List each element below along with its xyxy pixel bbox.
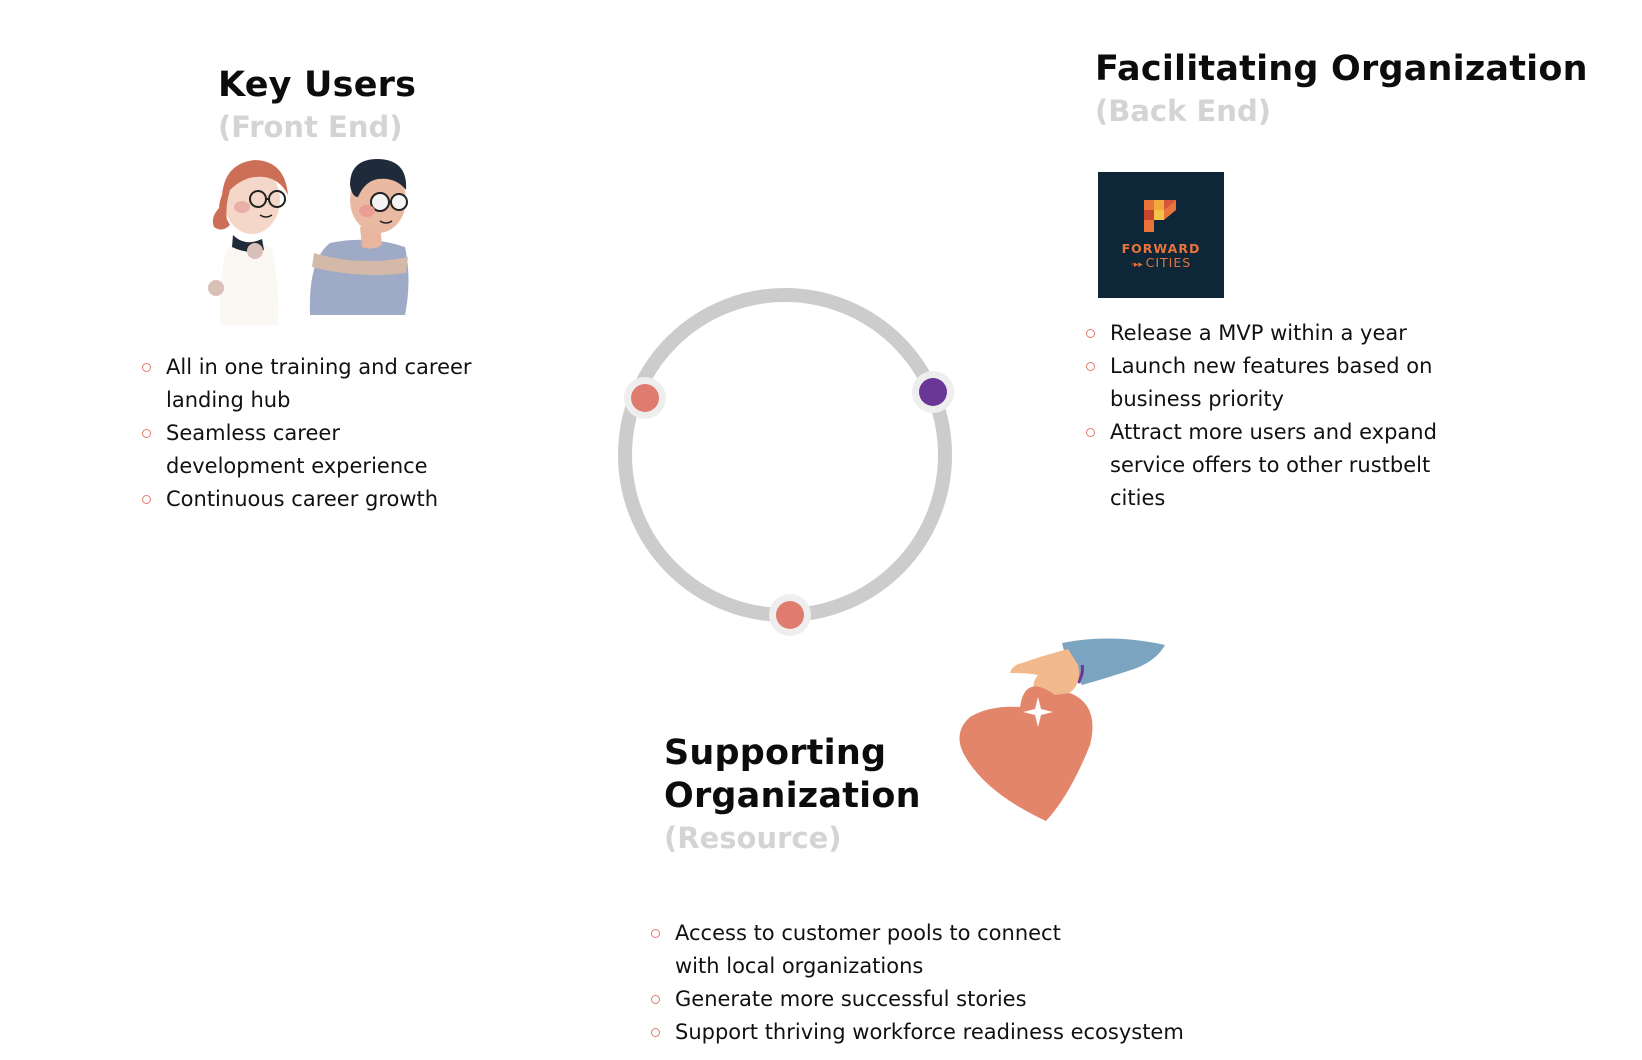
key-users-header: Key Users (Front End) — [218, 64, 548, 145]
list-item: Seamless career development experience — [142, 417, 472, 483]
facilitating-list: Release a MVP within a year Launch new f… — [1086, 317, 1466, 515]
circle-bullet-icon — [651, 1028, 660, 1037]
cycle-diagram — [618, 288, 954, 636]
man-figure-icon — [309, 159, 409, 315]
sleeve-icon — [1062, 638, 1165, 685]
circle-bullet-icon — [651, 929, 660, 938]
supporting-bullets: Access to customer pools to connect with… — [651, 917, 1211, 1049]
circle-bullet-icon — [142, 429, 151, 438]
key-users-list: All in one training and career landing h… — [142, 351, 472, 516]
facilitating-subtitle: (Back End) — [1095, 94, 1271, 128]
facilitating-node — [912, 371, 954, 413]
circle-bullet-icon — [142, 363, 151, 372]
two-people-illustration — [208, 159, 409, 325]
list-item: Release a MVP within a year — [1086, 317, 1466, 350]
circle-bullet-icon — [1086, 362, 1095, 371]
list-item: Support thriving workforce readiness eco… — [651, 1016, 1211, 1049]
forward-cities-mark-icon — [1144, 200, 1176, 232]
key-users-title: Key Users — [218, 65, 417, 105]
facilitating-bullets: Release a MVP within a year Launch new f… — [1086, 317, 1466, 515]
circle-bullet-icon — [1086, 329, 1095, 338]
facilitating-title: Facilitating Organization — [1095, 49, 1588, 89]
supporting-title-line2: Organization — [664, 776, 921, 816]
woman-figure-icon — [208, 160, 288, 325]
list-item: Access to customer pools to connect with… — [651, 917, 1095, 983]
list-item: Attract more users and expand service of… — [1086, 416, 1466, 515]
list-item: All in one training and career landing h… — [142, 351, 472, 417]
circle-bullet-icon — [142, 495, 151, 504]
heart-icon — [959, 686, 1093, 821]
key-users-subtitle: (Front End) — [218, 110, 403, 144]
circle-bullet-icon — [1086, 428, 1095, 437]
sparkle-icon — [1023, 697, 1053, 727]
logo-line1: FORWARD — [1121, 241, 1201, 256]
hand-giving-heart-illustration — [959, 638, 1165, 821]
logo-line2: ·▸▸ CITIES — [1130, 255, 1192, 271]
list-item: Launch new features based on business pr… — [1086, 350, 1466, 416]
list-item: Generate more successful stories — [651, 983, 1211, 1016]
list-item: Continuous career growth — [142, 483, 472, 516]
supporting-node — [769, 594, 811, 636]
key-users-node — [624, 377, 666, 419]
circle-bullet-icon — [651, 995, 660, 1004]
supporting-header: Supporting Organization (Resource) — [664, 732, 964, 856]
supporting-title-line1: Supporting — [664, 733, 887, 773]
cycle-ring — [618, 288, 952, 622]
arrow-dots-icon: ·▸▸ — [1130, 260, 1146, 270]
hand-icon — [1010, 649, 1080, 699]
key-users-bullets: All in one training and career landing h… — [142, 351, 472, 516]
supporting-subtitle: (Resource) — [664, 821, 842, 855]
forward-cities-logo: FORWARD ·▸▸ CITIES — [1098, 172, 1224, 298]
facilitating-header: Facilitating Organization (Back End) — [1095, 48, 1635, 129]
supporting-list: Access to customer pools to connect with… — [651, 917, 1211, 1049]
